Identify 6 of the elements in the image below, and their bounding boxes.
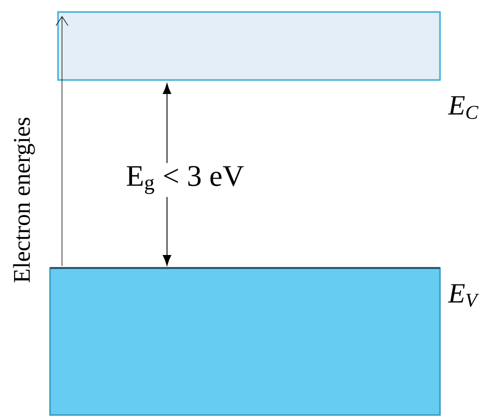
band-label: E$_{V}$	[448, 284, 480, 307]
axis-label: Electron energies	[13, 118, 35, 282]
band-label: E$_{C}$	[448, 96, 478, 120]
energy-band	[57, 11, 441, 81]
gap-label: E$_{g}$ < 3 eV	[122, 163, 248, 197]
energy-band	[49, 267, 441, 416]
